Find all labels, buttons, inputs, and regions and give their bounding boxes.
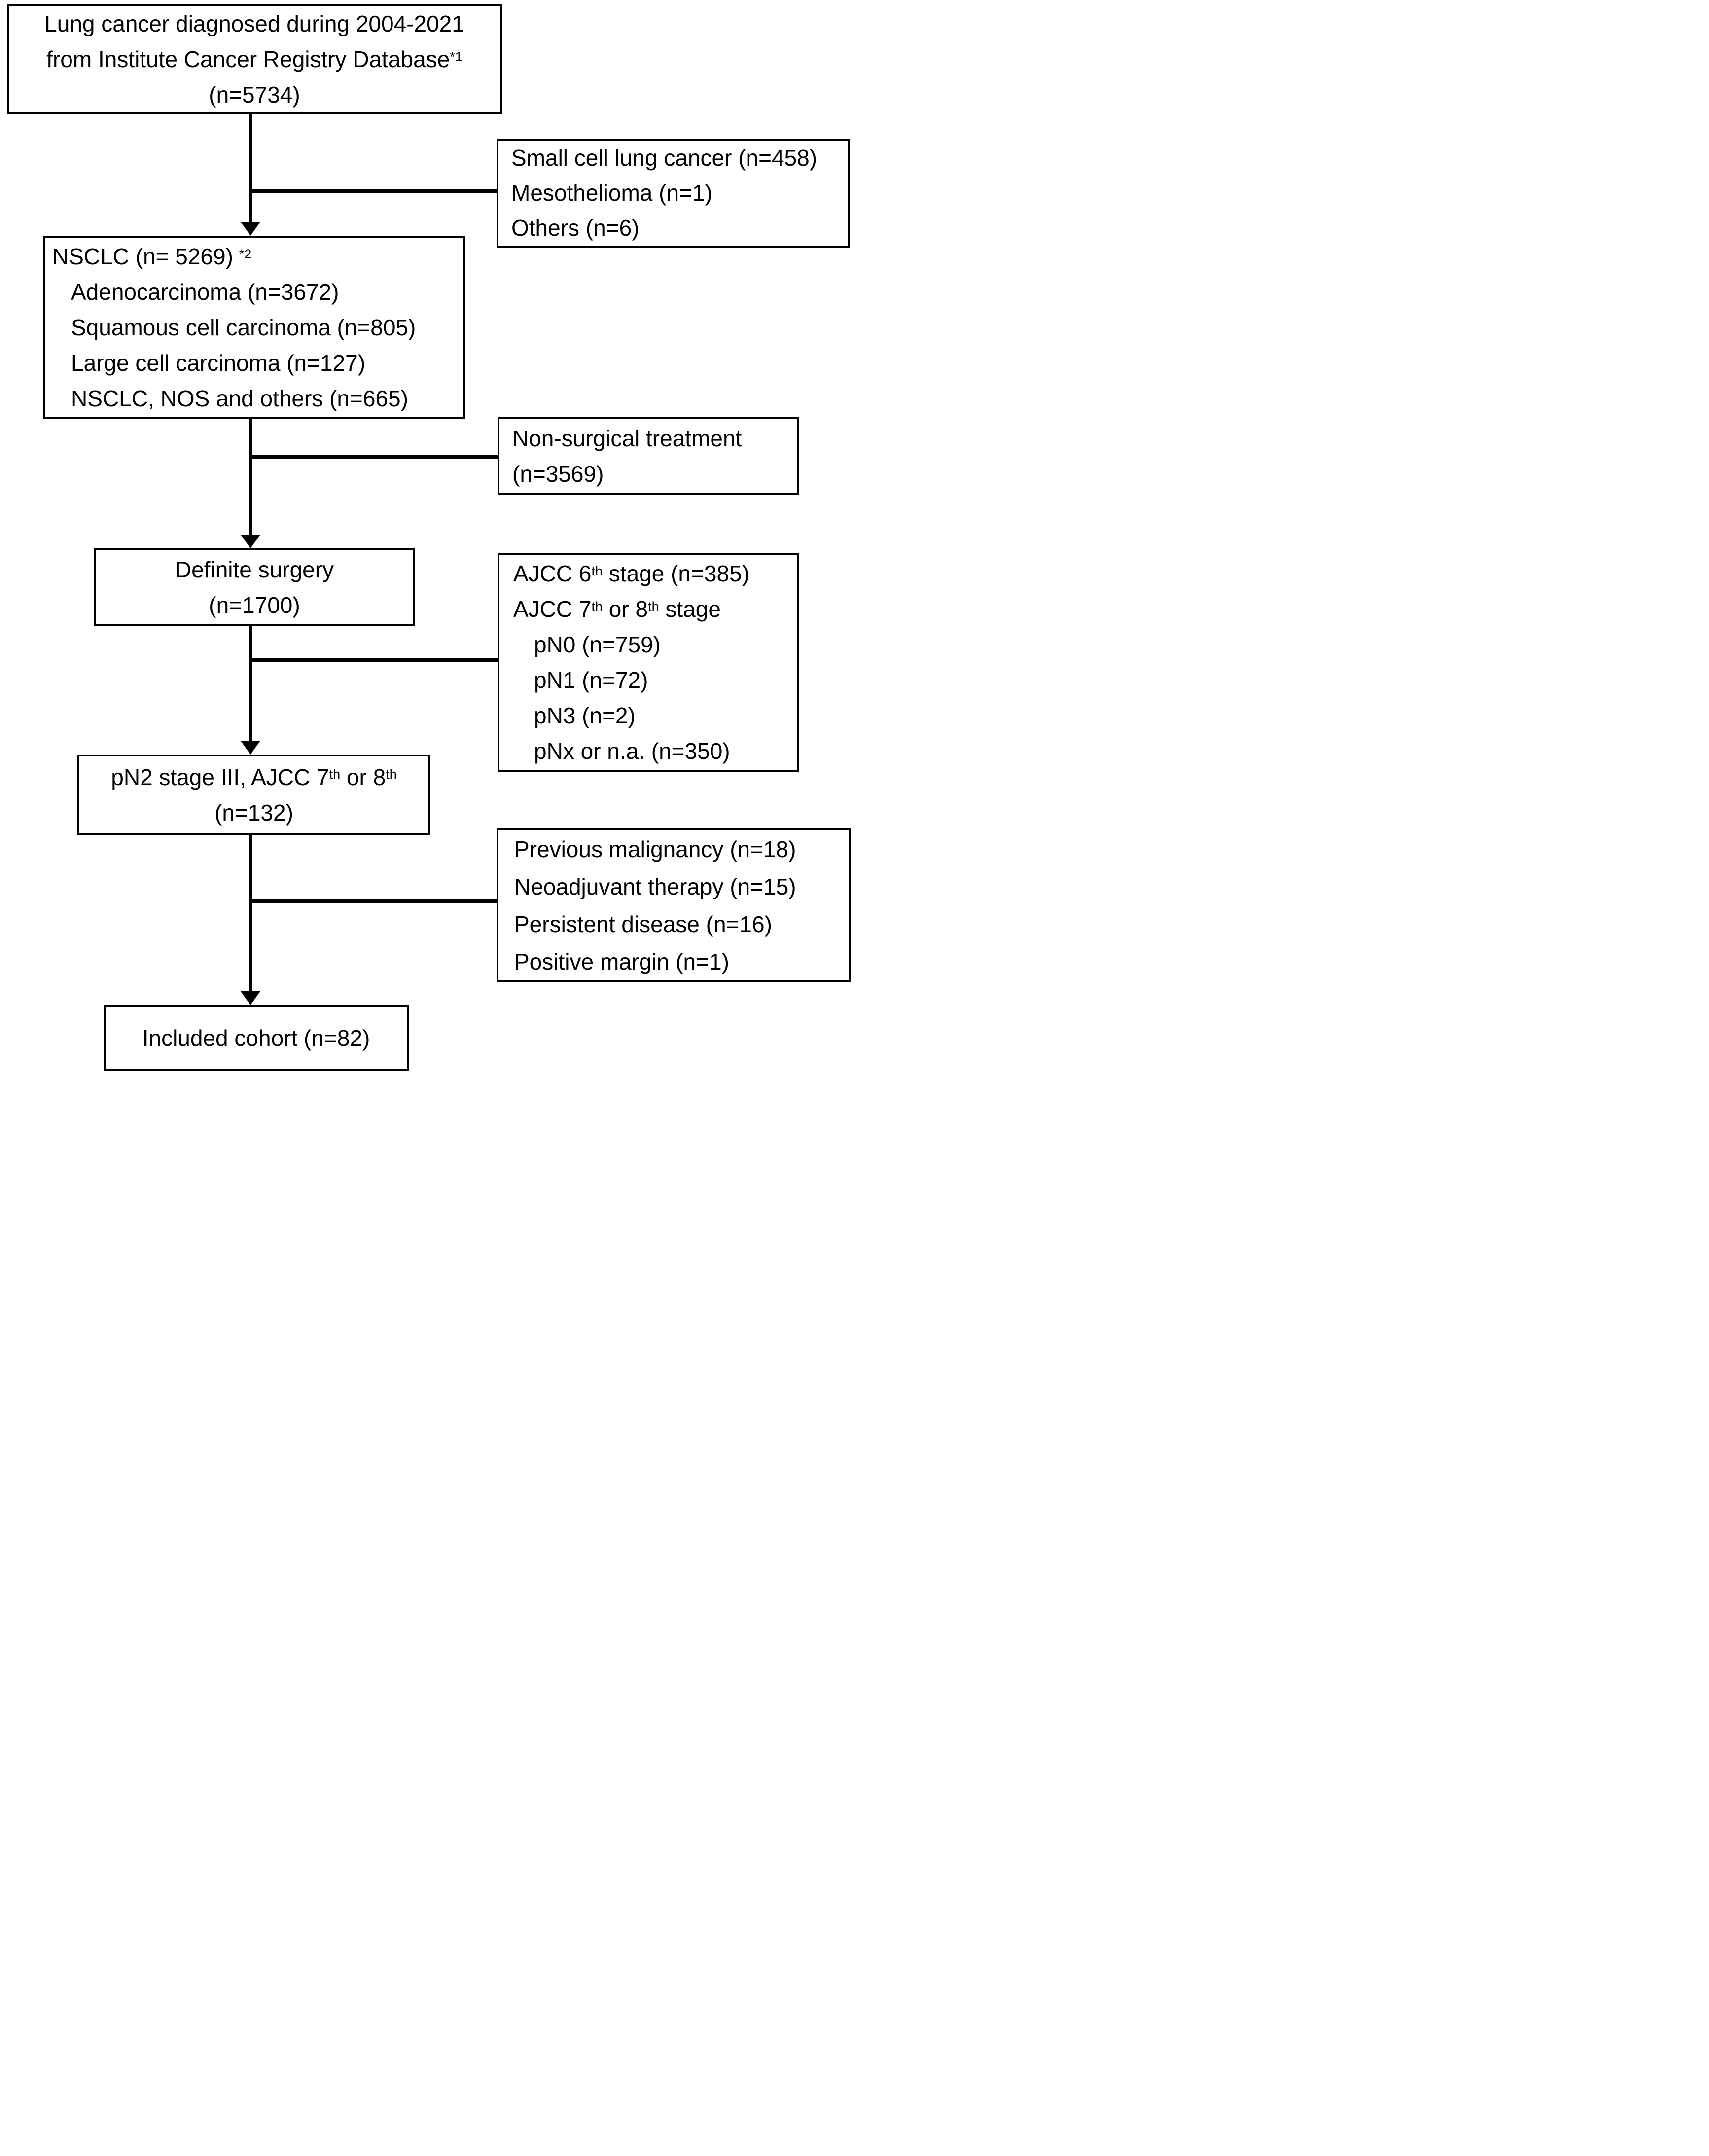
text-segment: Previous malignancy (n=18)	[514, 836, 796, 862]
exclusion-item: Previous malignancy (n=18)	[514, 830, 849, 868]
list-item: Adenocarcinoma (n=3672)	[52, 274, 463, 310]
branch-line-2	[250, 455, 498, 459]
text-segment: Persistent disease (n=16)	[514, 911, 772, 937]
list-item: pN0 (n=759)	[513, 627, 797, 662]
text-segment: pN3 (n=2)	[534, 703, 636, 728]
text-segment: pN1 (n=72)	[534, 667, 648, 693]
flow-line-vertical-3	[249, 626, 252, 741]
exclusion-item: AJCC 6th stage (n=385)	[513, 556, 797, 591]
text-segment: (n=132)	[214, 799, 293, 826]
branch-line-1	[250, 189, 497, 193]
text-segment: AJCC 6	[513, 561, 592, 586]
list-item: pN1 (n=72)	[513, 662, 797, 698]
arrow-down-icon-3	[241, 741, 260, 755]
superscript-footnote-1: *1	[450, 49, 463, 64]
count-label: (n=5734)	[9, 77, 500, 112]
list-item: Squamous cell carcinoma (n=805)	[52, 310, 463, 345]
flow-diagram-canvas: Lung cancer diagnosed during 2004-2021 f…	[0, 0, 854, 1078]
superscript-ordinal: th	[386, 767, 397, 782]
text-segment: from Institute Cancer Registry Database	[46, 46, 450, 72]
text-line: from Institute Cancer Registry Database*…	[9, 41, 500, 77]
exclusion-item: Others (n=6)	[511, 211, 848, 246]
text-segment: AJCC 7	[513, 596, 592, 622]
text-segment: Adenocarcinoma (n=3672)	[71, 279, 339, 305]
text-segment: Mesothelioma (n=1)	[511, 180, 712, 206]
text-segment: pNx or n.a. (n=350)	[534, 738, 730, 764]
box-pn2-stage3: pN2 stage III, AJCC 7th or 8th (n=132)	[77, 755, 430, 835]
text-segment: pN2 stage III, AJCC 7	[111, 764, 329, 790]
text-segment: NSCLC (n= 5269)	[52, 244, 233, 269]
count-label: (n=1700)	[96, 587, 413, 623]
exclusion-item: Neoadjuvant therapy (n=15)	[514, 868, 849, 905]
superscript-ordinal: th	[648, 599, 659, 614]
box-included-cohort: Included cohort (n=82)	[104, 1005, 409, 1071]
text-segment: (n=1700)	[209, 592, 300, 618]
branch-line-3	[250, 658, 498, 662]
text-segment: stage (n=385)	[603, 561, 749, 586]
flow-line-vertical-4	[249, 835, 252, 991]
text-line: NSCLC (n= 5269) *2	[52, 239, 463, 274]
text-segment: Lung cancer diagnosed during 2004-2021	[44, 11, 464, 36]
superscript-ordinal: th	[591, 563, 603, 578]
list-item: NSCLC, NOS and others (n=665)	[52, 381, 463, 416]
text-segment: (n=3569)	[512, 461, 604, 487]
box-final-exclusions: Previous malignancy (n=18) Neoadjuvant t…	[497, 828, 851, 982]
arrow-down-icon-2	[241, 535, 260, 548]
superscript-ordinal: th	[329, 767, 341, 782]
count-label: (n=3569)	[512, 456, 797, 492]
text-segment: Small cell lung cancer (n=458)	[511, 145, 818, 171]
exclusion-item: AJCC 7th or 8th stage	[513, 591, 797, 627]
flow-line-vertical-2	[249, 419, 252, 535]
box-source-population: Lung cancer diagnosed during 2004-2021 f…	[7, 4, 502, 114]
box-stage-exclusions: AJCC 6th stage (n=385) AJCC 7th or 8th s…	[498, 553, 799, 772]
text-line: Definite surgery	[96, 552, 413, 587]
text-segment: Others (n=6)	[511, 215, 640, 241]
exclusion-item: Small cell lung cancer (n=458)	[511, 141, 848, 176]
box-excluded-histology: Small cell lung cancer (n=458) Mesotheli…	[497, 139, 850, 248]
list-item: pNx or n.a. (n=350)	[513, 733, 797, 769]
exclusion-item: Persistent disease (n=16)	[514, 905, 849, 943]
box-non-surgical-treatment: Non-surgical treatment (n=3569)	[498, 417, 799, 495]
list-item: Large cell carcinoma (n=127)	[52, 345, 463, 381]
text-segment: Neoadjuvant therapy (n=15)	[514, 873, 796, 899]
text-line: pN2 stage III, AJCC 7th or 8th	[79, 759, 428, 795]
text-segment: Definite surgery	[175, 557, 334, 582]
superscript-ordinal: th	[591, 599, 603, 614]
exclusion-item: Non-surgical treatment	[512, 421, 797, 456]
arrow-down-icon-1	[241, 222, 260, 236]
text-segment: Included cohort (n=82)	[142, 1025, 370, 1051]
count-label: (n=132)	[79, 795, 428, 830]
box-nsclc: NSCLC (n= 5269) *2 Adenocarcinoma (n=3672…	[43, 236, 465, 419]
text-segment: Large cell carcinoma (n=127)	[71, 350, 366, 376]
list-item: pN3 (n=2)	[513, 698, 797, 733]
text-line: Included cohort (n=82)	[106, 1020, 407, 1056]
arrow-down-icon-4	[241, 991, 260, 1005]
flow-line-vertical-1	[249, 114, 252, 222]
box-definite-surgery: Definite surgery (n=1700)	[94, 548, 415, 626]
text-segment: NSCLC, NOS and others (n=665)	[71, 386, 408, 411]
text-segment: Positive margin (n=1)	[514, 948, 729, 974]
text-segment: (n=5734)	[209, 82, 300, 108]
text-line: Lung cancer diagnosed during 2004-2021	[9, 6, 500, 41]
text-segment: or 8	[340, 764, 386, 790]
text-segment: stage	[659, 596, 721, 622]
branch-line-4	[250, 899, 497, 903]
exclusion-item: Mesothelioma (n=1)	[511, 176, 848, 211]
superscript-footnote-2: *2	[239, 246, 252, 261]
exclusion-item: Positive margin (n=1)	[514, 943, 849, 980]
text-segment: Non-surgical treatment	[512, 425, 742, 451]
text-segment: Squamous cell carcinoma (n=805)	[71, 315, 416, 340]
text-segment: or 8	[603, 596, 648, 622]
text-segment: pN0 (n=759)	[534, 632, 661, 657]
